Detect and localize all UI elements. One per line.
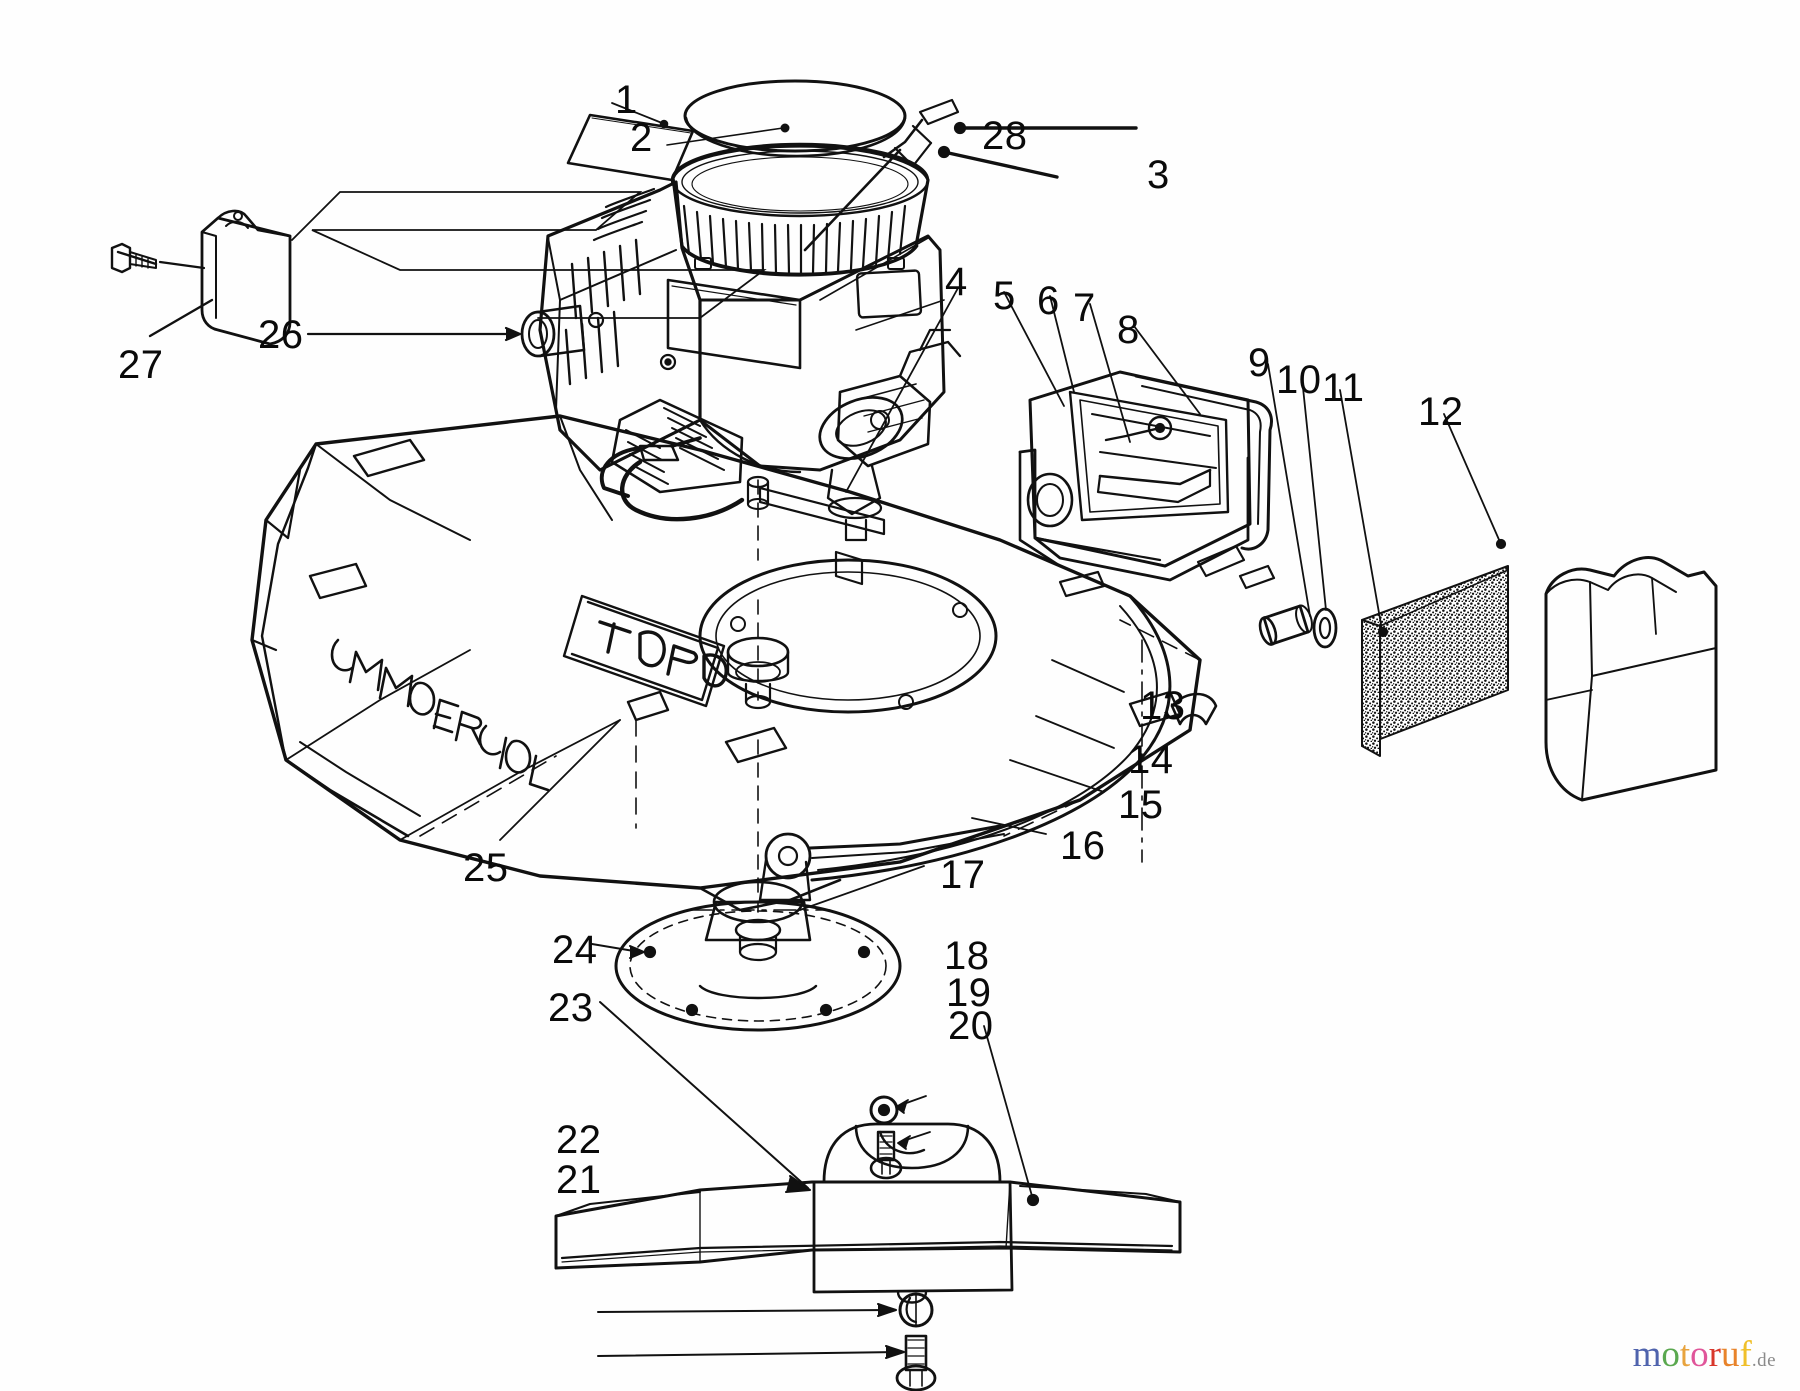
toro-badge-letters [598,620,728,688]
callout-16: 16 [1060,824,1106,868]
callout-24: 24 [552,928,598,972]
toro-badge [562,594,726,708]
callout-12: 12 [1418,390,1464,434]
wm-letter-m: m [1632,1334,1662,1375]
wm-letter-o1: o [1661,1334,1680,1375]
callout-20: 20 [948,1004,994,1048]
callout-7: 7 [1073,286,1096,330]
part-engine-exhaust-port [520,304,605,358]
callout-1: 1 [615,78,638,122]
wm-letter-r: r [1708,1334,1721,1375]
part-deck-spindle-stub [746,475,770,510]
part-grommet [1312,607,1338,649]
part-carburetor-assembly [599,328,962,542]
part-deck-arm [698,824,1005,912]
part-heat-deflector-shield [200,209,292,346]
callout-27: 27 [118,343,164,387]
callout-9: 9 [1248,341,1271,385]
part-blade-washer [898,1292,934,1328]
callout-19: 19 [946,971,992,1015]
part-air-filter-element [1361,565,1509,757]
part-spindle-top-boss [726,636,790,710]
callout-11: 11 [1322,366,1365,410]
part-blade-bolt [895,1334,937,1391]
wm-letter-o2: o [1690,1334,1709,1375]
callout-25: 25 [463,846,509,890]
wm-suffix: .de [1751,1350,1776,1371]
callout-28: 28 [982,114,1028,158]
part-blade-adapter [812,1122,1014,1304]
callout-17: 17 [940,853,986,897]
callout-21: 21 [556,1158,602,1202]
callout-5: 5 [993,274,1016,318]
callout-15: 15 [1118,783,1164,827]
wm-letter-t: t [1679,1334,1691,1375]
part-deck-bracket-small [626,690,788,764]
part-cutting-blade [554,1180,1182,1270]
part-air-cleaner-cover [1544,556,1718,802]
wm-letter-f: f [1739,1334,1752,1375]
callout-6: 6 [1037,279,1060,323]
callout-10: 10 [1276,358,1322,402]
part-spacer-bushing [1258,604,1313,646]
part-control-rods [803,98,960,252]
callout-22: 22 [556,1118,602,1162]
callout-18: 18 [944,934,990,978]
callout-13: 13 [1140,684,1186,728]
callout-23: 23 [548,986,594,1030]
callout-14: 14 [1128,738,1174,782]
callout-4: 4 [945,260,968,304]
wm-letter-u: u [1720,1334,1740,1375]
part-hex-bolt-19 [869,1130,903,1180]
callout-8: 8 [1117,308,1140,352]
callout-2: 2 [630,116,653,160]
motoruf-watermark: motoruf.de [1633,1336,1776,1373]
part-muffler-assembly [1018,370,1276,598]
part-lock-washer [869,1095,899,1125]
callout-3: 3 [1147,153,1170,197]
callout-26: 26 [258,313,304,357]
part-engine-cylinder-block [698,234,946,474]
part-shield-bolt [110,242,158,274]
deck-commercial-lettering [330,638,550,792]
